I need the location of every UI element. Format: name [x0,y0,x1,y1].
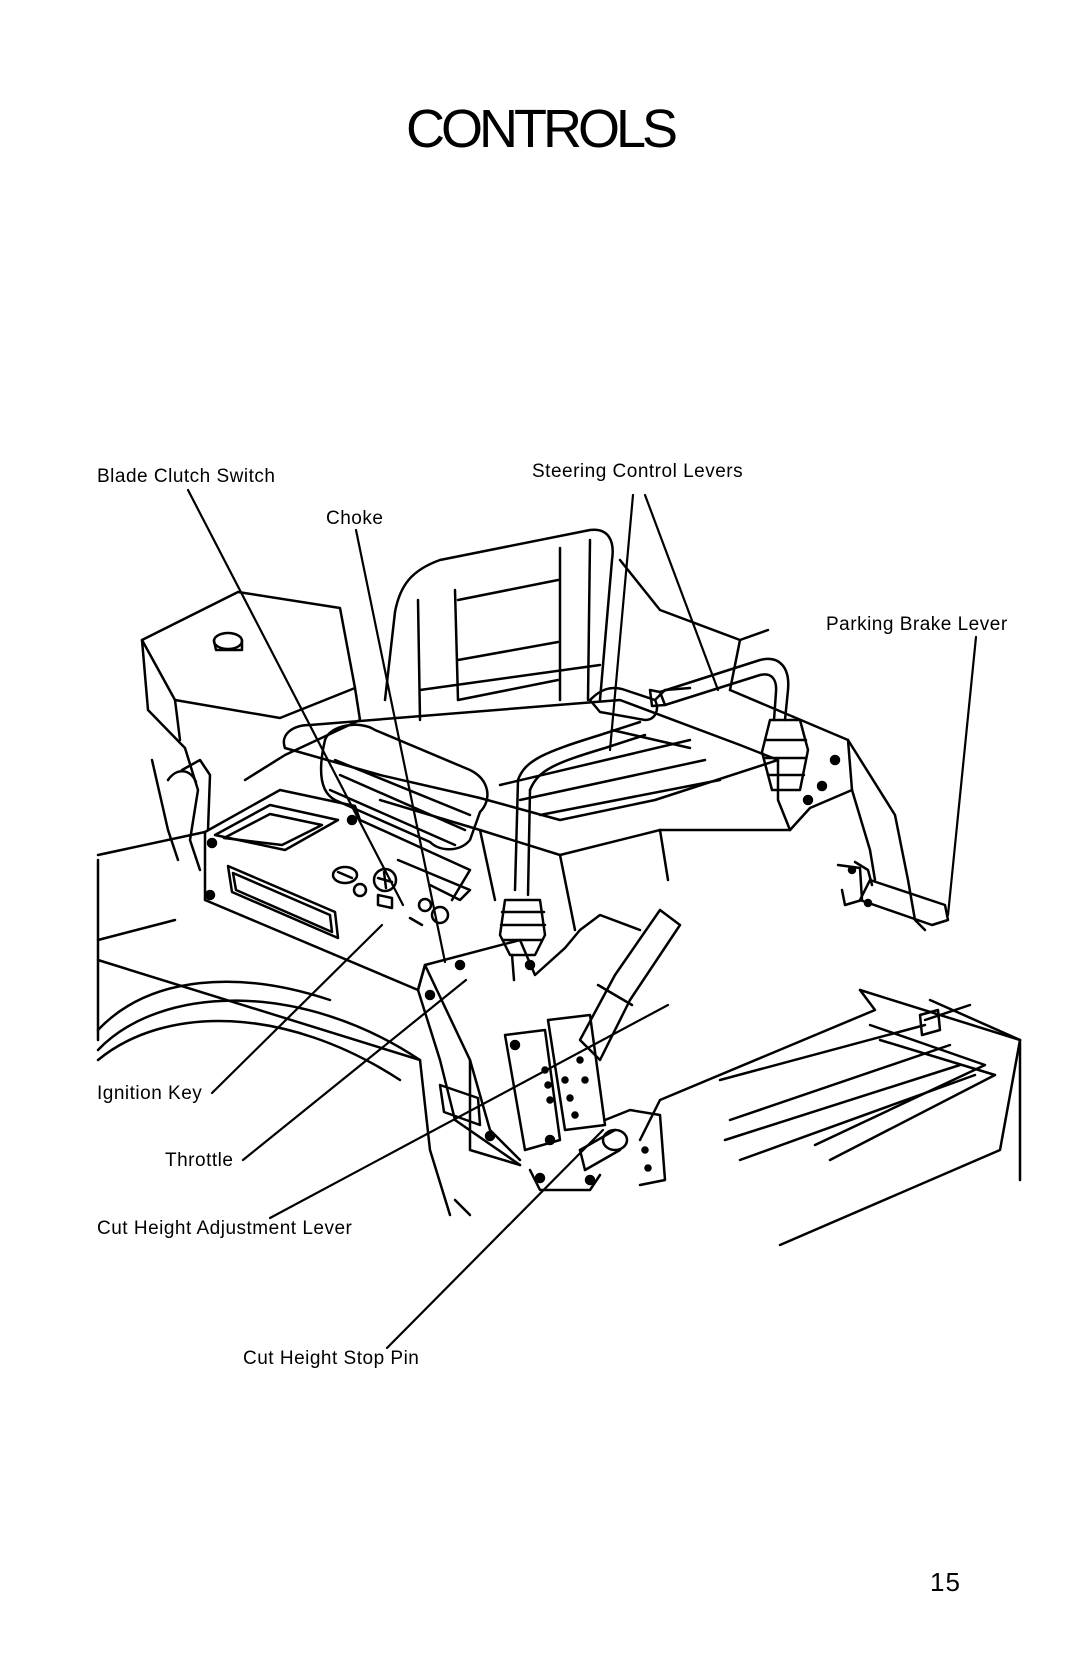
right-armrest [588,686,692,722]
footrest-deck [638,988,1022,1247]
parking-brake-lever [836,860,950,927]
label-throttle: Throttle [165,1150,234,1171]
label-choke: Choke [326,508,384,529]
leader-blade-clutch-switch [186,488,405,907]
engine-housing [140,590,362,872]
leader-choke [354,528,447,964]
right-tower [618,558,927,932]
leader-steering-right [643,493,720,692]
leader-steering-left [608,493,635,752]
rear-wheel-deck [96,830,472,1217]
label-blade-clutch-switch: Blade Clutch Switch [97,466,276,487]
steering-control-levers [498,657,810,982]
page-title: CONTROLS [405,99,678,159]
leader-parking-brake [946,635,978,917]
page-number: 15 [930,1567,961,1597]
label-cut-height-stop-pin: Cut Height Stop Pin [243,1348,420,1369]
label-parking-brake-lever: Parking Brake Lever [826,614,1008,635]
leader-cut-height-stop-pin [385,1128,605,1350]
label-steering-control-levers: Steering Control Levers [532,461,744,482]
leader-ignition-key [210,923,384,1095]
label-cut-height-adjustment-lever: Cut Height Adjustment Lever [97,1218,353,1239]
label-ignition-key: Ignition Key [97,1083,203,1104]
leader-lines [186,488,978,1350]
leader-cut-height-adjustment [268,1003,670,1220]
side-panel [416,908,682,1192]
leader-throttle [241,978,468,1162]
armrest [319,723,489,851]
seat [282,528,792,932]
